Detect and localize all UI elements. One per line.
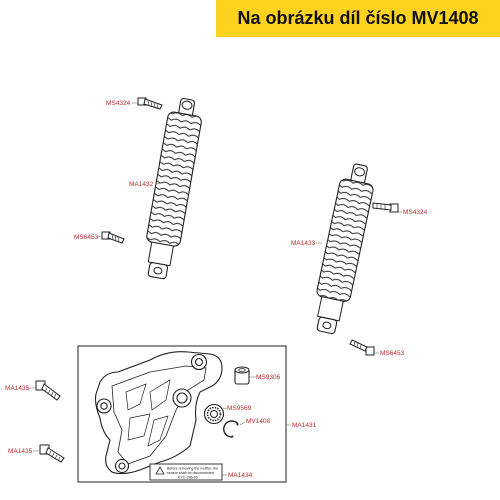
label-ma1435-bottom: MA1435 [8, 448, 33, 455]
label-ms9306: MS9306 [256, 374, 281, 381]
label-ms6453-right: MS6453 [380, 350, 405, 357]
label-ma1432: MA1432 [129, 181, 154, 188]
assembly-frame [77, 345, 287, 483]
label-ms9569: MS9569 [227, 405, 252, 412]
left-shock-absorber [146, 98, 202, 280]
label-ms6453-left: MS6453 [74, 234, 99, 241]
banner-title: Na obrázku díl číslo MV1408 [237, 8, 479, 28]
part-number-banner: Na obrázku díl číslo MV1408 [216, 0, 500, 37]
warning-sticker-ma1434: Before removing the muffler, the sensor … [149, 463, 223, 481]
warning-line-3: KYC-286-00 [178, 476, 198, 480]
warning-line-2: sensor shaft be disconnected [167, 471, 214, 475]
leader-lines [30, 102, 402, 476]
bolt-ms4324-left [137, 97, 163, 110]
label-ma1433: MA1433 [291, 240, 316, 247]
bolt-ma1435-top [35, 380, 61, 401]
label-ma1431: MA1431 [292, 422, 317, 429]
bolt-ms4324-right [372, 202, 399, 213]
label-ms4324-left: MS4324 [106, 100, 131, 107]
label-ma1435-top: MA1435 [5, 385, 30, 392]
label-ms4324-right: MS4324 [403, 209, 428, 216]
label-mv1408: MV1408 [246, 418, 271, 425]
rear-bracket-casting [94, 351, 223, 475]
bolt-ms6453-left [101, 231, 125, 244]
circlip-mv1408 [223, 420, 239, 438]
warning-line-1: Before removing the muffler, the [167, 467, 218, 471]
right-shock-absorber [316, 163, 374, 335]
bushing-ms9306 [234, 366, 250, 385]
bearing-ms9569 [203, 403, 225, 425]
bolt-ms6453-right [349, 339, 375, 356]
bolt-ma1435-bottom [39, 444, 65, 463]
label-ma1434: MA1434 [228, 472, 253, 479]
